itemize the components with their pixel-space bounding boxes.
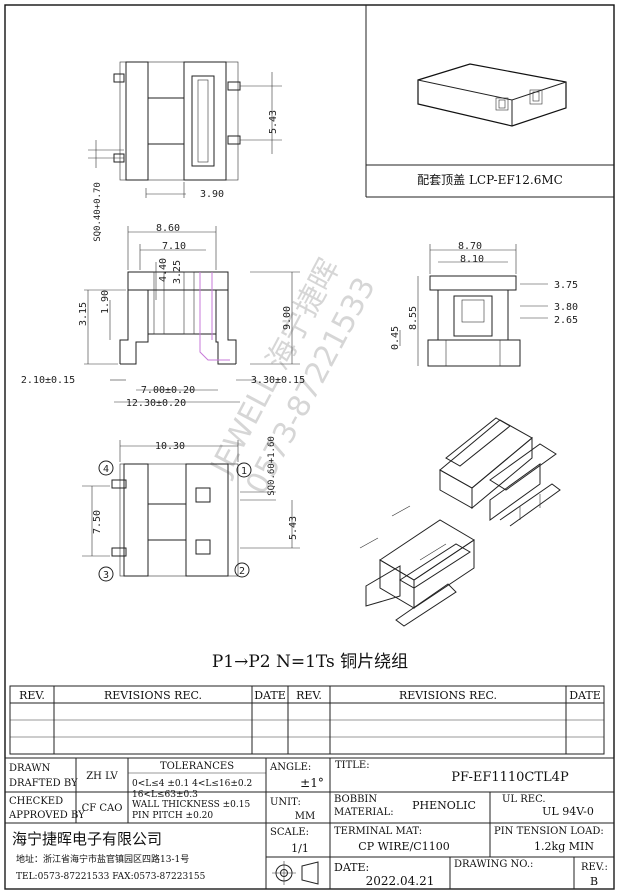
cover-isometric [417,63,567,127]
dim-543-top: 5.43 [268,110,279,134]
dim-380: 3.80 [554,302,578,313]
front-view [84,226,300,403]
side-view [399,244,548,367]
date-header-1: DATE [254,689,286,702]
drawing-no-label: DRAWING NO.: [454,859,533,870]
tolerances-label: TOLERANCES [160,761,234,772]
revisions-header-1: REVISIONS REC. [104,689,202,702]
drafted-label: DRAFTED BY [9,778,78,789]
dim-375: 3.75 [554,280,578,291]
angle-value: ±1° [300,776,324,790]
dim-265: 2.65 [554,315,578,326]
bobbin-isometric-lower [359,505,475,627]
material-label: MATERIAL: [334,807,394,818]
unit-value: MM [295,811,315,822]
company-name: 海宁捷晖电子有限公司 [12,830,162,848]
drawing-border [4,4,615,890]
bobbin-label: BOBBIN [334,794,377,805]
title-label: TITLE: [335,760,370,771]
top-view [88,61,282,198]
dim-315: 3.15 [78,302,89,326]
dim-870: 8.70 [458,241,482,252]
dim-330: 3.30±0.15 [251,375,305,386]
dim-750: 7.50 [92,510,103,534]
pin-2-label: 2 [239,566,245,577]
drawn-label: DRAWN [9,763,51,774]
winding-note: P1→P2 N=1Ts 铜片绕组 [212,652,408,672]
dim-325: 3.25 [172,260,183,284]
dim-190: 1.90 [100,290,111,314]
projection-symbol-icon [272,861,319,885]
pin-1-label: 1 [241,466,247,477]
pin-3-label: 3 [103,570,109,581]
tolerance-line-4: PIN PITCH ±0.20 [132,811,213,821]
title-block [4,757,615,890]
terminal-label: TERMINAL MAT: [334,826,422,837]
drafted-value: ZH LV [86,771,118,782]
ul-value: UL 94V-0 [542,805,594,818]
cover-caption: 配套顶盖 LCP-EF12.6MC [417,173,563,187]
rev-value: B [590,875,598,888]
rev-header-2: REV. [296,689,322,702]
date-label: DATE: [334,861,369,874]
approved-label: APPROVED BY [8,810,85,821]
revisions-header-2: REVISIONS REC. [399,689,497,702]
approved-value: CF CAO [82,803,123,814]
dim-pin-sq-top: SQ0.40+0.70 [93,182,103,242]
dim-045: 0.45 [390,326,401,350]
bobbin-isometric-upper [439,417,561,527]
part-number: PF-EF1110CTL4P [451,770,569,785]
dim-1230: 12.30±0.20 [126,398,186,409]
company-address: 地址：浙江省海宁市盐官镇园区四路13-1号 [16,853,189,865]
dim-440: 4.40 [158,258,169,282]
tolerance-line-2: 16<L≤63±0.3 [132,790,198,800]
dim-543-bottom: 5.43 [288,516,299,540]
dim-390: 3.90 [200,189,224,200]
dim-810: 8.10 [460,254,484,265]
material-value: PHENOLIC [412,799,476,812]
rev-label: REV.: [581,862,608,873]
dim-210: 2.10±0.15 [21,375,75,386]
angle-label: ANGLE: [269,762,311,773]
date-header-2: DATE [569,689,601,702]
tolerance-line-3: WALL THICKNESS ±0.15 [132,800,250,810]
dim-pin-sq-bottom: SQ0.60+1.60 [267,436,277,496]
pin-tension-value: 1.2kg MIN [534,840,594,853]
pin-4-label: 4 [103,464,109,475]
tolerance-line-1: 0<L≤4 ±0.1 4<L≤16±0.2 [132,779,252,789]
date-value: 2022.04.21 [366,874,435,888]
pin-tension-label: PIN TENSION LOAD: [494,826,604,837]
unit-label: UNIT: [270,797,301,808]
dim-700: 7.00±0.20 [141,385,195,396]
dim-860: 8.60 [156,223,180,234]
rev-header-1: REV. [19,689,45,702]
terminal-value: CP WIRE/C1100 [358,840,449,853]
revision-table [9,685,605,755]
dim-710: 7.10 [162,241,186,252]
dim-900: 9.00 [282,306,293,330]
scale-label: SCALE: [270,827,309,838]
ul-label: UL REC. [502,794,546,805]
bottom-view [82,440,300,582]
company-contact: TEL:0573-87221533 FAX:0573-87223155 [16,872,206,882]
dim-1030: 10.30 [155,441,185,452]
dim-855: 8.55 [408,306,419,330]
checked-label: CHECKED [9,796,63,807]
scale-value: 1/1 [291,842,309,855]
